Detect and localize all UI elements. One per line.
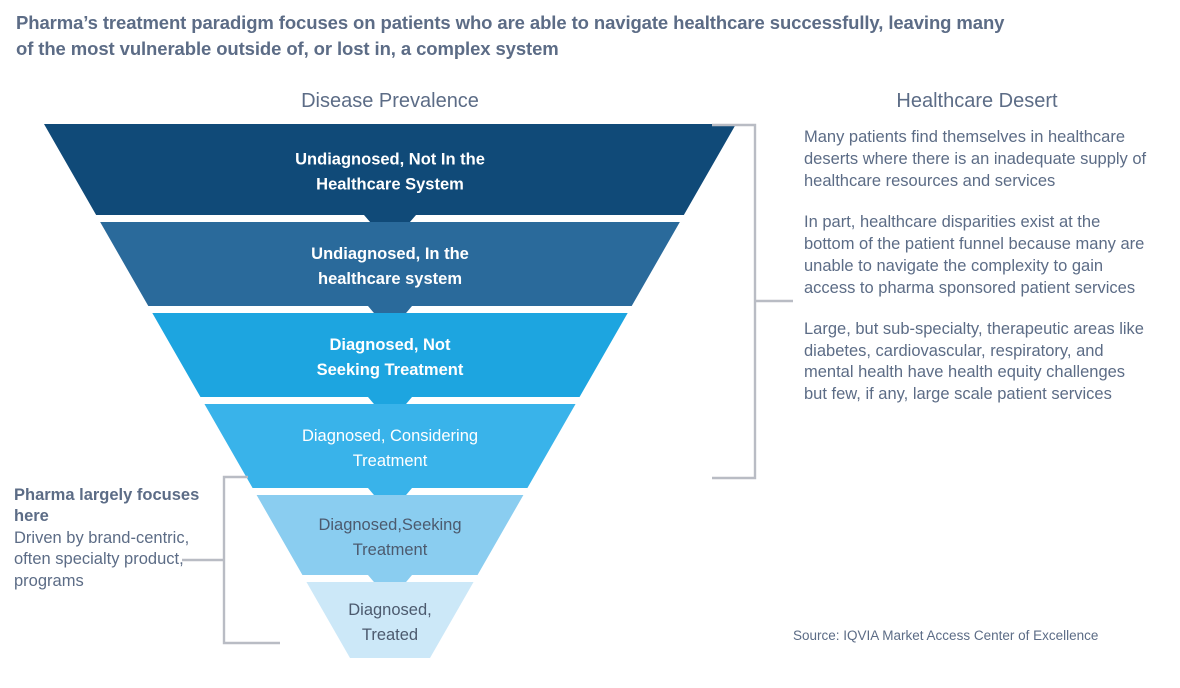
funnel-segments [44, 124, 736, 658]
funnel-segment-diagnosed-treated[interactable] [306, 582, 474, 658]
funnel-label-undiagnosed-in-system: Undiagnosed, In the healthcare system [311, 245, 469, 288]
pharma-focus-note: Pharma largely focuses here Driven by br… [14, 485, 200, 592]
source-note: Source: IQVIA Market Access Center of Ex… [793, 628, 1099, 643]
funnel-label-line1: Diagnosed,Seeking [318, 516, 461, 534]
funnel-label-line2: Treatment [353, 452, 428, 470]
funnel-segment-undiagnosed-in-system[interactable] [100, 222, 680, 332]
funnel-label-line2: Healthcare System [316, 176, 464, 194]
funnel-segment-diagnosed-considering[interactable] [204, 404, 576, 514]
funnel-label-line1: Undiagnosed, Not In the [295, 151, 485, 169]
funnel-label-line1: Diagnosed, Considering [302, 427, 478, 445]
funnel-segment-diagnosed-not-seeking[interactable] [152, 313, 628, 423]
healthcare-desert-paragraph: Many patients find themselves in healthc… [804, 128, 1147, 190]
funnel-label-line1: Diagnosed, [348, 601, 431, 619]
page-title: Pharma’s treatment paradigm focuses on p… [16, 12, 1005, 60]
healthcare-desert-paragraph: Large, but sub-specialty, therapeutic ar… [804, 319, 1144, 404]
healthcare-desert-paragraph: In part, healthcare disparities exist at… [804, 212, 1145, 297]
funnel-segment-diagnosed-seeking[interactable] [256, 495, 524, 601]
healthcare-desert-panel: Healthcare Desert Many patients find the… [804, 90, 1150, 406]
healthcare-desert-heading: Healthcare Desert [896, 90, 1058, 112]
pharma-focus-note-title: Pharma largely focuses here [14, 486, 200, 526]
funnel-segment-undiagnosed-not-in-system[interactable] [44, 124, 736, 245]
funnel-label-line1: Diagnosed, Not [329, 336, 451, 354]
funnel-label-diagnosed-treated: Diagnosed, Treated [348, 601, 431, 644]
funnel-heading: Disease Prevalence [301, 90, 479, 112]
funnel-label-line2: Treated [362, 626, 418, 644]
funnel-label-line2: healthcare system [318, 270, 462, 288]
funnel-label-line2: Treatment [353, 541, 428, 559]
funnel-label-line1: Undiagnosed, In the [311, 245, 469, 263]
pharma-focus-note-body: Driven by brand-centric, often specialty… [14, 528, 190, 590]
healthcare-desert-paragraphs: Many patients find themselves in healthc… [804, 127, 1150, 406]
funnel-label-line2: Seeking Treatment [317, 361, 464, 379]
